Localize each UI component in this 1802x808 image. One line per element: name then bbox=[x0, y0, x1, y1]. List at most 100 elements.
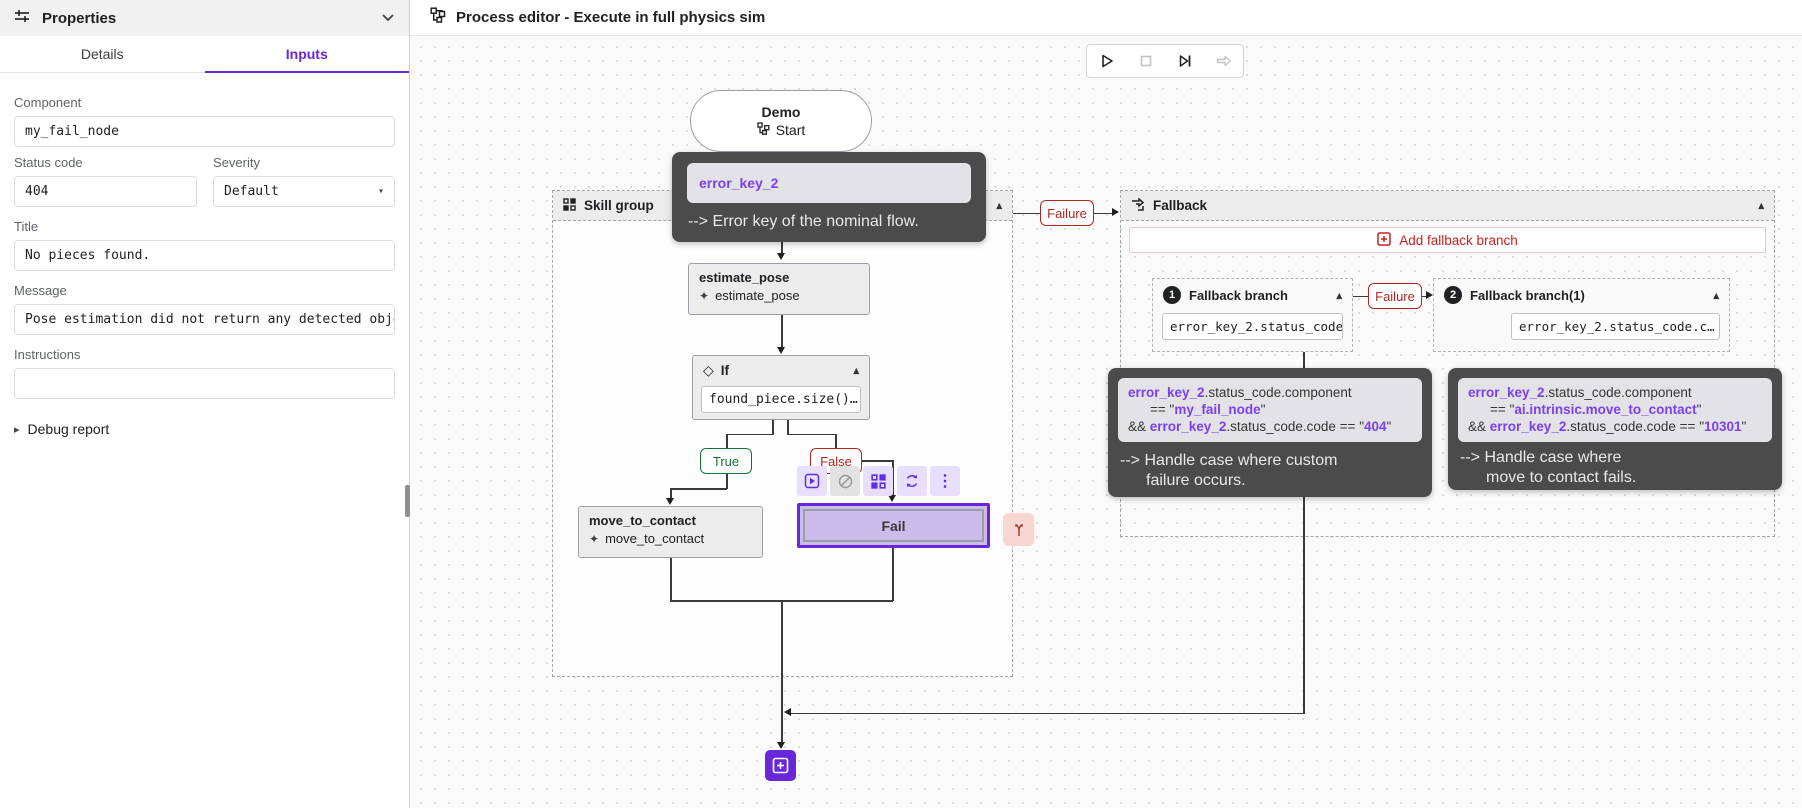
message-field[interactable]: Pose estimation did not return any detec… bbox=[14, 304, 395, 335]
tab-details[interactable]: Details bbox=[80, 46, 124, 62]
error-key-note: --> Error key of the nominal flow. bbox=[688, 213, 919, 230]
tune-icon bbox=[14, 8, 30, 29]
connector bbox=[726, 474, 728, 489]
skill-icon: ✦ bbox=[589, 531, 600, 546]
error-key-tooltip: error_key_2 --> Error key of the nominal… bbox=[672, 152, 986, 242]
arrowhead bbox=[784, 708, 791, 716]
skill-group-label: Skill group bbox=[584, 198, 654, 213]
fallback-branch-2[interactable]: 2 Fallback branch(1) ▴ error_key_2.statu… bbox=[1433, 278, 1730, 352]
estimate-pose-node[interactable]: estimate_pose ✦ estimate_pose bbox=[688, 263, 870, 315]
connector bbox=[670, 488, 672, 500]
flow-canvas[interactable]: Skill group ▴ Fallback ▴ Add fallback br… bbox=[410, 36, 1802, 808]
connector bbox=[892, 548, 894, 601]
branch-label: Fallback branch bbox=[1189, 287, 1288, 303]
fallback-icon bbox=[1131, 196, 1145, 214]
arrowhead bbox=[777, 742, 785, 749]
group-button[interactable] bbox=[863, 466, 893, 496]
instructions-label: Instructions bbox=[14, 347, 81, 362]
fallback-label: Fallback bbox=[1153, 198, 1208, 213]
dropdown-arrow-icon: ▾ bbox=[377, 186, 384, 197]
branch-number-badge: 2 bbox=[1444, 286, 1462, 304]
start-node-title: Demo bbox=[761, 104, 801, 120]
arrowhead bbox=[888, 495, 896, 502]
collapse-icon[interactable]: ▴ bbox=[1336, 289, 1342, 302]
if-node[interactable]: ◇ If ▴ found_piece.size()… bbox=[692, 355, 870, 420]
branch-condition-field[interactable]: error_key_2.status_code.c… bbox=[1162, 313, 1343, 340]
arrowhead bbox=[666, 498, 674, 505]
more-options-button[interactable]: ⋮ bbox=[930, 466, 960, 496]
fallback-branch-1[interactable]: 1 Fallback branch ▴ error_key_2.status_c… bbox=[1152, 278, 1353, 352]
panel-title: Properties bbox=[42, 9, 117, 27]
status-code-field[interactable]: 404 bbox=[14, 176, 197, 207]
page-title: Process editor - Execute in full physics… bbox=[456, 9, 766, 26]
component-field[interactable]: my_fail_node bbox=[14, 116, 395, 147]
if-condition-field[interactable]: found_piece.size()… bbox=[701, 386, 861, 413]
disable-node-button[interactable] bbox=[830, 466, 860, 496]
scrollbar-thumb[interactable] bbox=[405, 485, 410, 517]
failure-edge-badge[interactable]: Failure bbox=[1040, 200, 1094, 226]
connector bbox=[1422, 295, 1428, 297]
start-node[interactable]: Demo Start bbox=[690, 90, 872, 152]
connector bbox=[772, 420, 774, 435]
step-button[interactable] bbox=[1170, 47, 1200, 75]
node-skill-name: move_to_contact bbox=[605, 531, 705, 546]
component-label: Component bbox=[14, 95, 82, 110]
skill-icon: ✦ bbox=[699, 288, 710, 303]
severity-label: Severity bbox=[213, 155, 260, 170]
connector bbox=[862, 460, 893, 462]
condition-tooltip-2: error_key_2.status_code.component == "ai… bbox=[1448, 368, 1782, 490]
status-code-label: Status code bbox=[14, 155, 83, 170]
chevron-down-icon[interactable] bbox=[381, 9, 395, 27]
fallback-header[interactable]: Fallback ▴ bbox=[1121, 191, 1774, 221]
collapse-icon[interactable]: ▴ bbox=[996, 200, 1002, 212]
arrowhead bbox=[777, 253, 785, 260]
connector bbox=[726, 434, 728, 449]
stop-button[interactable] bbox=[1131, 47, 1161, 75]
connector bbox=[781, 315, 783, 348]
connector bbox=[787, 433, 836, 435]
connector bbox=[670, 488, 727, 490]
run-node-button[interactable] bbox=[797, 466, 827, 496]
skip-button[interactable] bbox=[1209, 47, 1239, 75]
connector bbox=[781, 600, 783, 745]
play-button[interactable] bbox=[1092, 47, 1122, 75]
branch-condition-field[interactable]: error_key_2.status_code.c… bbox=[1511, 313, 1720, 340]
failure-edge-badge[interactable]: Failure bbox=[1368, 283, 1422, 309]
connector bbox=[790, 712, 1303, 714]
connector bbox=[1303, 352, 1305, 714]
tooltip-note: --> Handle case where move to contact fa… bbox=[1460, 449, 1637, 486]
node-title: estimate_pose bbox=[699, 270, 790, 285]
debug-report-label: Debug report bbox=[27, 421, 110, 437]
process-editor-header: Process editor - Execute in full physics… bbox=[410, 0, 1802, 36]
properties-header: Properties bbox=[0, 0, 409, 36]
severity-select[interactable]: Default ▾ bbox=[213, 176, 395, 207]
fail-node-selected[interactable]: Fail bbox=[797, 503, 990, 548]
collapse-icon[interactable]: ▴ bbox=[853, 365, 859, 377]
fail-node-label: Fail bbox=[803, 509, 984, 542]
branch-number-badge: 1 bbox=[1163, 286, 1181, 304]
connector bbox=[726, 433, 773, 435]
connector bbox=[781, 242, 783, 256]
add-node-button[interactable] bbox=[765, 750, 796, 781]
branch-fork-button[interactable] bbox=[1003, 513, 1034, 546]
kebab-icon: ⋮ bbox=[937, 473, 953, 490]
move-to-contact-node[interactable]: move_to_contact ✦ move_to_contact bbox=[578, 506, 763, 558]
tab-bar: Details Inputs bbox=[0, 36, 409, 73]
instructions-field[interactable] bbox=[14, 368, 395, 399]
fallback-container[interactable]: Fallback ▴ Add fallback branch bbox=[1120, 190, 1775, 537]
add-fallback-branch-button[interactable]: Add fallback branch bbox=[1129, 227, 1766, 253]
title-field[interactable]: No pieces found. bbox=[14, 240, 395, 271]
panel-divider bbox=[409, 0, 410, 808]
boxed-plus-icon bbox=[1377, 231, 1391, 249]
arrowhead bbox=[777, 347, 785, 354]
debug-report-toggle[interactable]: ▸ Debug report bbox=[14, 421, 395, 437]
process-tree-icon bbox=[430, 7, 446, 28]
collapse-icon[interactable]: ▴ bbox=[1713, 289, 1719, 302]
sync-button[interactable] bbox=[897, 466, 927, 496]
connector bbox=[1094, 212, 1114, 214]
properties-panel: Properties Details Inputs Component my_f… bbox=[0, 0, 409, 808]
tab-inputs[interactable]: Inputs bbox=[204, 36, 410, 73]
message-label: Message bbox=[14, 283, 67, 298]
collapse-icon[interactable]: ▴ bbox=[1758, 200, 1764, 212]
branch-label: Fallback branch(1) bbox=[1470, 287, 1585, 303]
